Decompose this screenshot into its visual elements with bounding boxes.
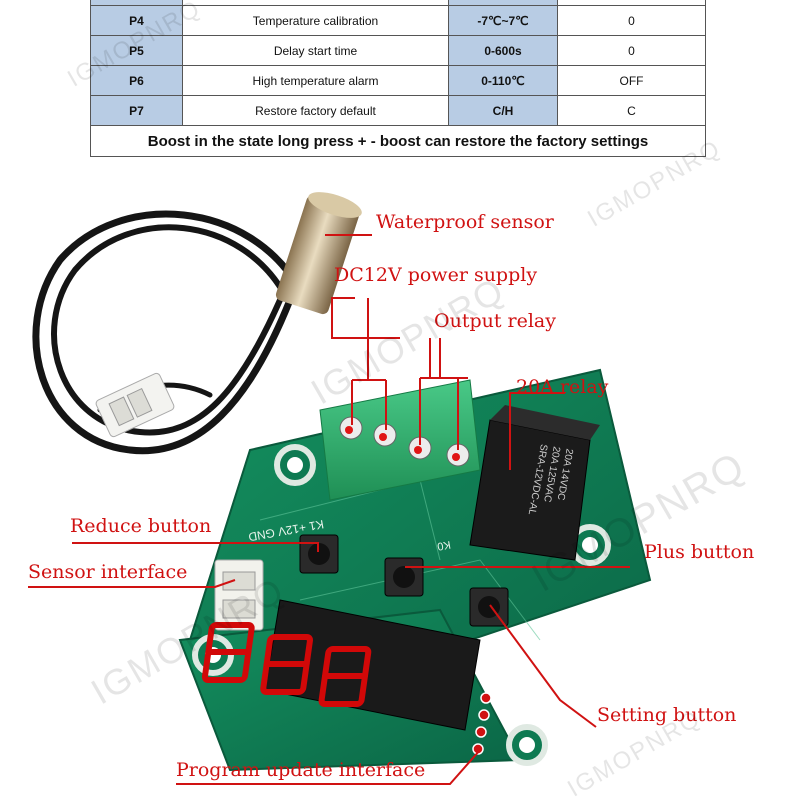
relay-20a: 20A 14VDC 20A 125VAC SRA-12VDC-AL — [469, 405, 600, 561]
param-default: 0 — [557, 5, 706, 36]
param-default: OFF — [557, 65, 706, 96]
param-default: C — [557, 95, 706, 126]
param-code: P4 — [90, 5, 183, 36]
led-display — [201, 599, 481, 731]
param-code: P7 — [90, 95, 183, 126]
callout-reduce-button: Reduce button — [70, 515, 212, 537]
table-row: P4 Temperature calibration -7℃~7℃ 0 — [90, 5, 706, 36]
callout-power-supply: DC12V power supply — [334, 264, 538, 286]
callout-relay-20a: 20A relay — [516, 376, 609, 398]
led-label: K0 — [436, 538, 451, 552]
table-row: P7 Restore factory default C/H C — [90, 95, 706, 126]
table-footer-row: Boost in the state long press + - boost … — [90, 125, 706, 157]
callout-output-relay: Output relay — [434, 310, 556, 332]
parameter-table: P4 Temperature calibration -7℃~7℃ 0 P5 D… — [90, 0, 706, 157]
param-range: -7℃~7℃ — [448, 5, 558, 36]
callout-sensor-interface: Sensor interface — [28, 561, 188, 583]
callout-setting-button: Setting button — [597, 704, 737, 726]
sensor-plug — [95, 372, 175, 438]
table-footer-note: Boost in the state long press + - boost … — [90, 125, 706, 157]
param-description: Delay start time — [182, 35, 449, 66]
param-range: 0-600s — [448, 35, 558, 66]
param-description: Restore factory default — [182, 95, 449, 126]
param-default: 0 — [557, 35, 706, 66]
table-row: P5 Delay start time 0-600s 0 — [90, 35, 706, 66]
sensor-cable — [32, 210, 304, 455]
program-header — [472, 692, 492, 755]
callout-program-update: Program update interface — [176, 759, 426, 781]
sensor-connector — [214, 559, 264, 631]
callout-waterproof-sensor: Waterproof sensor — [376, 211, 554, 233]
param-description: Temperature calibration — [182, 5, 449, 36]
param-range: 0-110℃ — [448, 65, 558, 96]
callout-lines — [28, 234, 630, 785]
screw-terminal — [319, 379, 481, 501]
param-code: P6 — [90, 65, 183, 96]
table-row: P6 High temperature alarm 0-110℃ OFF — [90, 65, 706, 96]
waterproof-probe — [275, 192, 362, 315]
callout-plus-button: Plus button — [644, 541, 755, 563]
